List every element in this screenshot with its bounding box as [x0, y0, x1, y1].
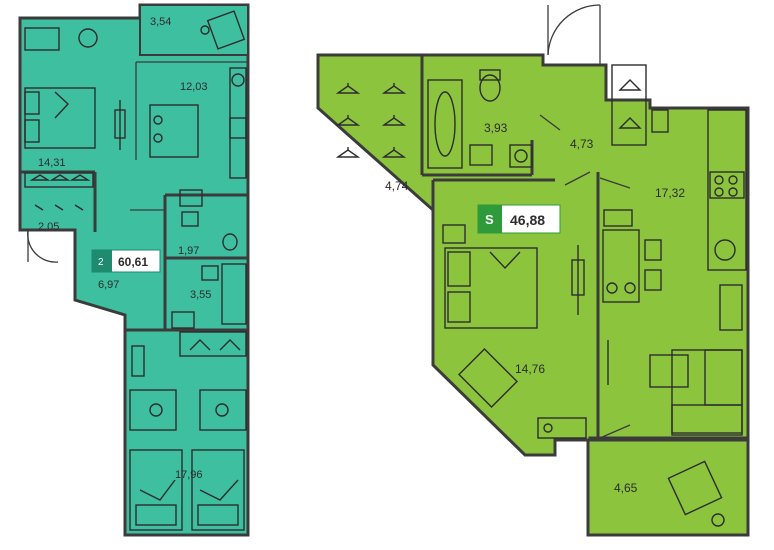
bed [444, 247, 538, 329]
hanger-icon [335, 83, 407, 158]
room-area-kitchen: 12,03 [180, 81, 208, 93]
desk [458, 348, 518, 408]
room-area-balcony: 3,54 [150, 16, 171, 28]
desk-1 [24, 27, 60, 51]
balcony-chair [206, 10, 246, 50]
room-area-wc: 1,97 [178, 245, 199, 257]
plan-a-door-arc [27, 229, 59, 263]
plan-b: 4,74 3,93 4,73 17,32 14,76 4,65 S 46,88 [316, 4, 750, 537]
bathtub [221, 263, 247, 325]
bed-1 [24, 87, 96, 149]
room-area-bath: 3,55 [190, 289, 211, 301]
room-area-kitchen-living: 17,32 [655, 186, 685, 200]
kitchen-table [149, 104, 199, 158]
plan-b-area-badge: S 46,88 [477, 204, 561, 234]
bed-2a [129, 449, 183, 531]
room-area-hall: 4,73 [570, 137, 594, 151]
bed-2b [191, 449, 245, 531]
bathtub [427, 79, 463, 169]
room-area-bath: 3,93 [484, 121, 508, 135]
balcony-chair [667, 460, 723, 516]
dining-table [602, 229, 640, 303]
room-area-bedroom2: 17,96 [175, 469, 203, 481]
hanger-icon [24, 172, 94, 211]
plan-b-door-arc [547, 4, 601, 56]
kitchen-counter [707, 109, 747, 271]
room-area-wardrobe: 4,74 [385, 179, 409, 193]
plan-a-total-area: 60,61 [118, 255, 148, 269]
plan-b-balcony [586, 438, 750, 537]
room-area-bedroom1: 14,31 [38, 157, 66, 169]
room-area-balcony: 4,65 [614, 481, 638, 495]
plan-b-type-code: S [485, 212, 494, 227]
room-area-bedroom: 14,76 [515, 362, 545, 376]
plan-a-area-badge: 2 60,61 [91, 249, 161, 273]
room-area-wardrobe1: 2,05 [38, 221, 59, 233]
plan-a: 3,54 12,03 14,31 2,05 1,97 6,97 3,55 17,… [18, 3, 250, 537]
plan-b-total-area: 46,88 [510, 212, 545, 228]
room-area-hall: 6,97 [98, 279, 119, 291]
plan-a-room-count: 2 [98, 257, 104, 268]
plan-a-balcony [139, 4, 249, 56]
